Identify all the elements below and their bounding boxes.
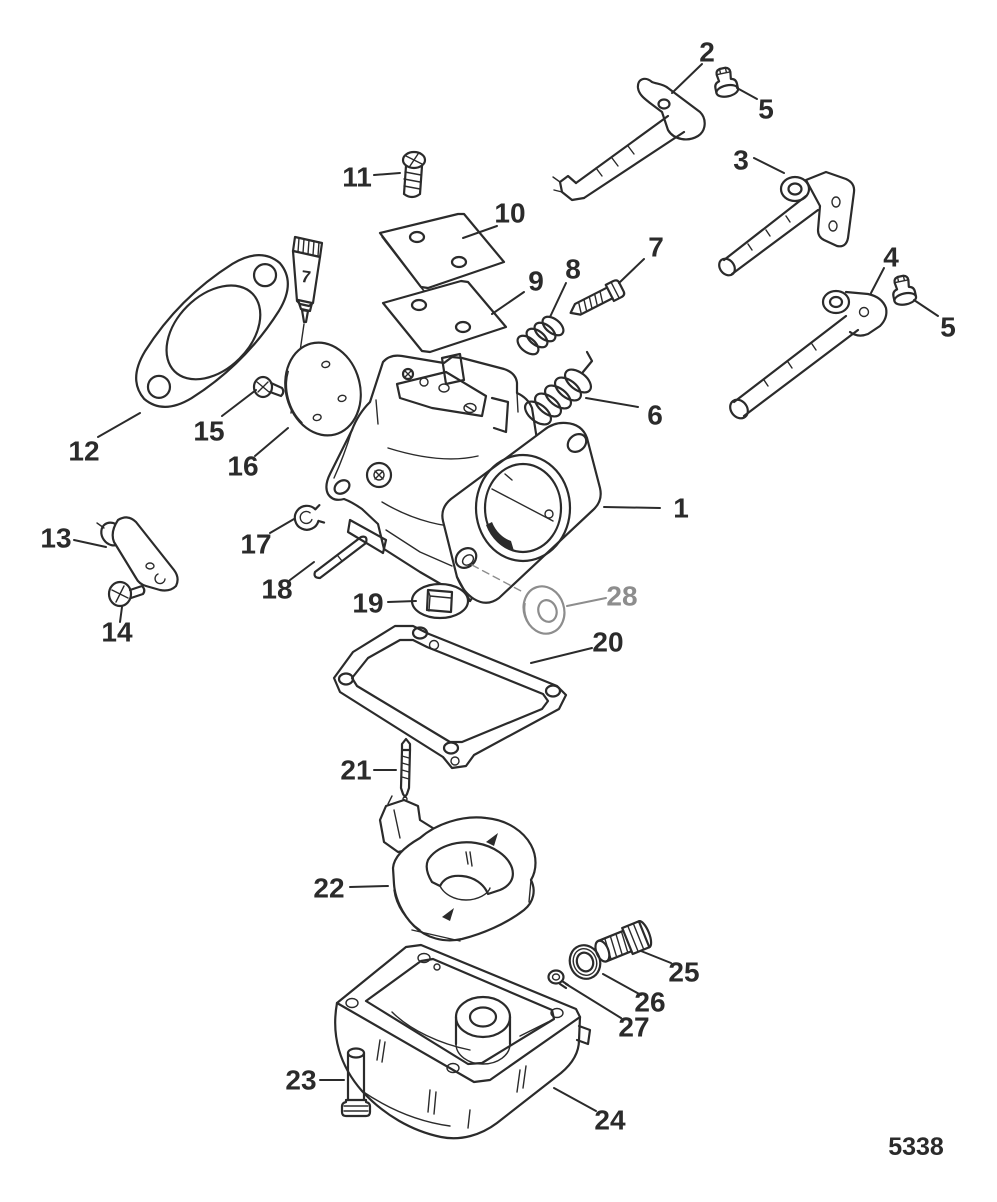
callout-28: 28 bbox=[606, 581, 637, 612]
leader-28 bbox=[566, 597, 607, 607]
part-28-washer-drawing bbox=[471, 564, 607, 635]
callout-16: 16 bbox=[227, 451, 258, 482]
callout-20: 20 bbox=[592, 627, 623, 658]
leader-3 bbox=[753, 157, 785, 174]
leader-20 bbox=[530, 647, 593, 664]
part-13-lever-drawing bbox=[96, 516, 179, 592]
leader-lines bbox=[73, 63, 939, 1112]
callout-3: 3 bbox=[733, 145, 749, 176]
part-21-needle-drawing bbox=[399, 737, 412, 802]
part-5-nut-upper-drawing bbox=[714, 66, 740, 98]
callout-1: 1 bbox=[673, 493, 689, 524]
leader-17 bbox=[269, 518, 295, 534]
part-11-screw-drawing bbox=[401, 150, 427, 199]
callouts: 1 2 3 4 5 5 6 7 8 9 10 11 12 13 14 15 16… bbox=[40, 37, 955, 1136]
leader-2 bbox=[671, 63, 703, 94]
leader-5-upper bbox=[736, 87, 758, 100]
callout-23: 23 bbox=[285, 1065, 316, 1096]
leader-26 bbox=[602, 973, 642, 996]
part-5-nut-lower-drawing bbox=[892, 274, 918, 306]
part-25-plug-drawing bbox=[594, 920, 653, 963]
part-7-screw-drawing bbox=[569, 279, 626, 316]
callout-14: 14 bbox=[101, 617, 133, 648]
leader-24 bbox=[553, 1087, 597, 1112]
callout-24: 24 bbox=[594, 1105, 626, 1136]
part-2-lever-shaft-drawing bbox=[552, 77, 706, 202]
part-3-lever-shaft-drawing bbox=[718, 170, 856, 277]
part-17-eclip-drawing bbox=[293, 504, 326, 531]
callout-2: 2 bbox=[699, 37, 715, 68]
part-26-seal-ring-drawing bbox=[568, 944, 602, 980]
callout-26: 26 bbox=[634, 987, 665, 1018]
part-10-plate-drawing bbox=[378, 212, 506, 293]
callout-18: 18 bbox=[261, 574, 292, 605]
part-27-plug-drawing bbox=[547, 969, 570, 990]
leader-13 bbox=[73, 539, 107, 548]
part-6-spring-drawing bbox=[523, 350, 594, 426]
part-15-screw-drawing bbox=[252, 375, 285, 399]
callout-21: 21 bbox=[340, 755, 371, 786]
part-8-spring-drawing bbox=[516, 315, 565, 356]
callout-8: 8 bbox=[565, 254, 581, 285]
callout-27: 27 bbox=[618, 1012, 649, 1043]
leader-7 bbox=[618, 258, 645, 284]
leader-14 bbox=[119, 606, 123, 623]
callout-9: 9 bbox=[528, 266, 544, 297]
callout-13: 13 bbox=[40, 523, 71, 554]
part-22-float-drawing bbox=[378, 795, 537, 942]
callout-25: 25 bbox=[668, 957, 699, 988]
leader-6 bbox=[585, 397, 639, 408]
part-24-bowl-drawing bbox=[334, 943, 592, 1140]
leader-18 bbox=[289, 561, 315, 581]
leader-9 bbox=[491, 291, 525, 315]
leader-22 bbox=[349, 885, 389, 888]
leader-11 bbox=[373, 172, 401, 176]
part-4-lever-shaft-drawing bbox=[729, 289, 888, 420]
leader-4 bbox=[870, 267, 885, 294]
leader-10 bbox=[462, 225, 498, 239]
callout-17: 17 bbox=[240, 529, 271, 560]
callout-15: 15 bbox=[193, 416, 224, 447]
part-14-screw-drawing bbox=[107, 580, 146, 608]
leader-15 bbox=[221, 389, 257, 417]
drawing-number: 5338 bbox=[888, 1133, 944, 1161]
part-1-body-drawing bbox=[325, 352, 602, 604]
leader-8 bbox=[549, 282, 567, 318]
part-23-bolt-drawing bbox=[340, 1047, 372, 1118]
leader-19 bbox=[387, 600, 417, 603]
callout-12: 12 bbox=[68, 436, 99, 467]
callout-5-upper: 5 bbox=[758, 94, 774, 125]
callout-7: 7 bbox=[648, 232, 664, 263]
leader-5-lower bbox=[913, 299, 939, 317]
callout-22: 22 bbox=[313, 873, 344, 904]
callout-6: 6 bbox=[647, 400, 663, 431]
leader-12 bbox=[97, 412, 141, 438]
callout-11: 11 bbox=[342, 162, 372, 193]
callout-5-lower: 5 bbox=[940, 312, 956, 343]
callout-19: 19 bbox=[352, 588, 383, 619]
part-18-pin-drawing bbox=[313, 535, 368, 580]
artwork: 7 bbox=[96, 66, 918, 1140]
part-9-plate-drawing bbox=[381, 279, 508, 354]
part-12-gasket-drawing bbox=[135, 254, 289, 408]
callout-4: 4 bbox=[883, 242, 899, 273]
sealant-tube-label: 7 bbox=[300, 267, 312, 287]
part-20-gasket-drawing bbox=[332, 624, 568, 770]
leader-1 bbox=[603, 506, 661, 509]
callout-10: 10 bbox=[494, 198, 525, 229]
leader-16 bbox=[254, 427, 289, 457]
part-19-grommet-drawing bbox=[410, 582, 470, 620]
leader-27 bbox=[565, 983, 622, 1019]
part-16-diaphragm-drawing bbox=[284, 341, 362, 437]
leader-25 bbox=[640, 950, 672, 964]
